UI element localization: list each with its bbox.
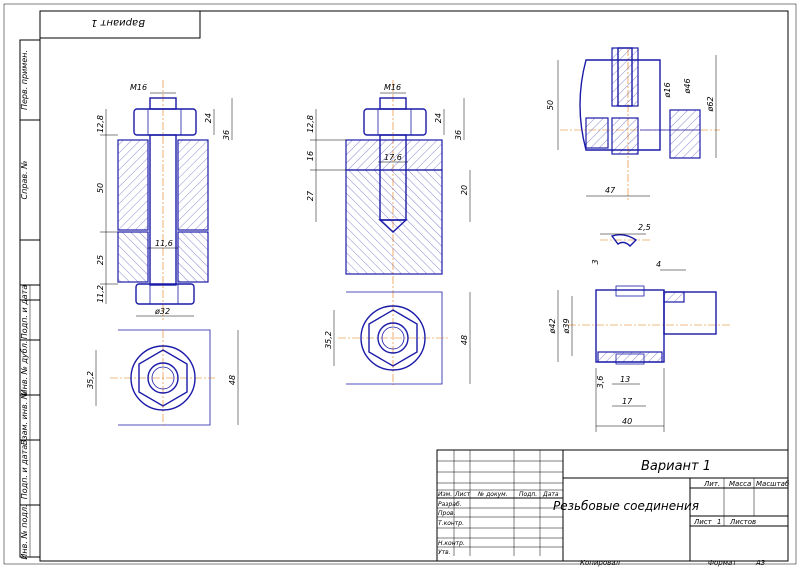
sheet-num: 1 [717,518,721,526]
dim-label: 48 [460,335,469,345]
dim-label: 3 [591,259,600,264]
dim-label: 2,5 [638,223,651,232]
col-header: Дата [542,491,559,498]
dim-label: 36 [454,130,463,140]
col-header: Лист [454,491,471,498]
document-title: Резьбовые соединения [553,499,699,513]
dim-label: ø32 [154,307,170,316]
dim-label: 11,2 [96,285,105,303]
row-label: Утв. [438,549,451,556]
side-label: Перв. примен. [20,50,29,110]
dim-label: 48 [228,375,237,385]
col-header: Изм. [438,491,452,498]
sleeve-drawing: 2,5 3 4 ø42 ø39 13 3,6 17 40 [548,223,730,432]
side-label: Подп. и дата [20,445,29,500]
dim-label: 25 [96,255,105,265]
side-label: Подп. и дата [20,285,29,340]
format-label: Формат [708,559,737,567]
dim-label: 35,2 [86,371,95,389]
dim-label: ø16 [663,82,672,98]
dim-label: 11,6 [155,239,173,248]
col-header: Подп. [519,491,537,498]
dim-label: 17,6 [384,153,402,162]
dim-label: 24 [434,113,443,123]
scale-label: Масштаб [756,480,790,488]
dim-label: 20 [460,185,469,195]
dim-label: M16 [384,83,401,92]
title-block: Вариант 1 Резьбовые соединения Изм. Лист… [436,449,790,567]
mass-label: Масса [729,480,751,488]
dim-label: 35,2 [324,331,333,349]
dim-label: 4 [656,260,661,269]
dim-label: M16 [130,83,147,92]
side-label: Взам. инв. № [20,391,29,445]
sheet-frame [3,3,797,565]
dim-label: ø46 [683,78,692,94]
dim-label: ø62 [706,96,715,112]
dim-label: 50 [96,183,105,193]
format-value: А3 [755,559,765,567]
bolt-connection-drawing: M16 12,8 24 36 50 25 11,2 11,6 ø32 35,2 … [86,80,239,426]
dim-label: 12,8 [306,115,315,133]
sheets-label: Листов [729,518,756,526]
row-label: Разраб. [438,501,462,508]
side-label: Справ. № [20,161,29,200]
dim-label: 36 [222,130,231,140]
col-header: № докум. [477,491,508,498]
dim-label: 47 [605,186,616,195]
dim-label: 24 [204,113,213,123]
variant-label: Вариант 1 [641,459,711,474]
dim-label: ø42 [548,318,557,334]
side-labels: Перв. примен. Справ. № Подп. и дата Инв.… [20,50,29,560]
dim-label: 27 [306,190,315,201]
dim-label: 50 [546,100,555,110]
row-label: Пров. [438,510,456,517]
dim-label: 40 [622,417,632,426]
dim-label: ø39 [562,318,571,334]
title-stamp: Вариант 1 [91,17,145,28]
dim-label: 13 [620,375,630,384]
row-label: Н.контр. [438,540,465,547]
dim-label: 12,8 [96,115,105,133]
row-label: Т.контр. [438,520,464,527]
stud-connection-drawing: 17,6 M16 12,8 16 27 24 36 20 35,2 48 [306,80,471,385]
dim-label: 3,6 [596,376,605,389]
dim-label: 16 [306,151,315,161]
side-label: Инв. № дубл. [20,341,29,396]
cap-nut-drawing: 50 ø16 ø46 ø62 47 [546,47,720,200]
dim-label: 17 [622,397,633,406]
copied-label: Копировал [580,559,621,567]
side-label: Инв. № подл. [20,504,29,559]
lit-label: Лит. [703,480,720,488]
sheet-label: Лист [693,518,713,526]
